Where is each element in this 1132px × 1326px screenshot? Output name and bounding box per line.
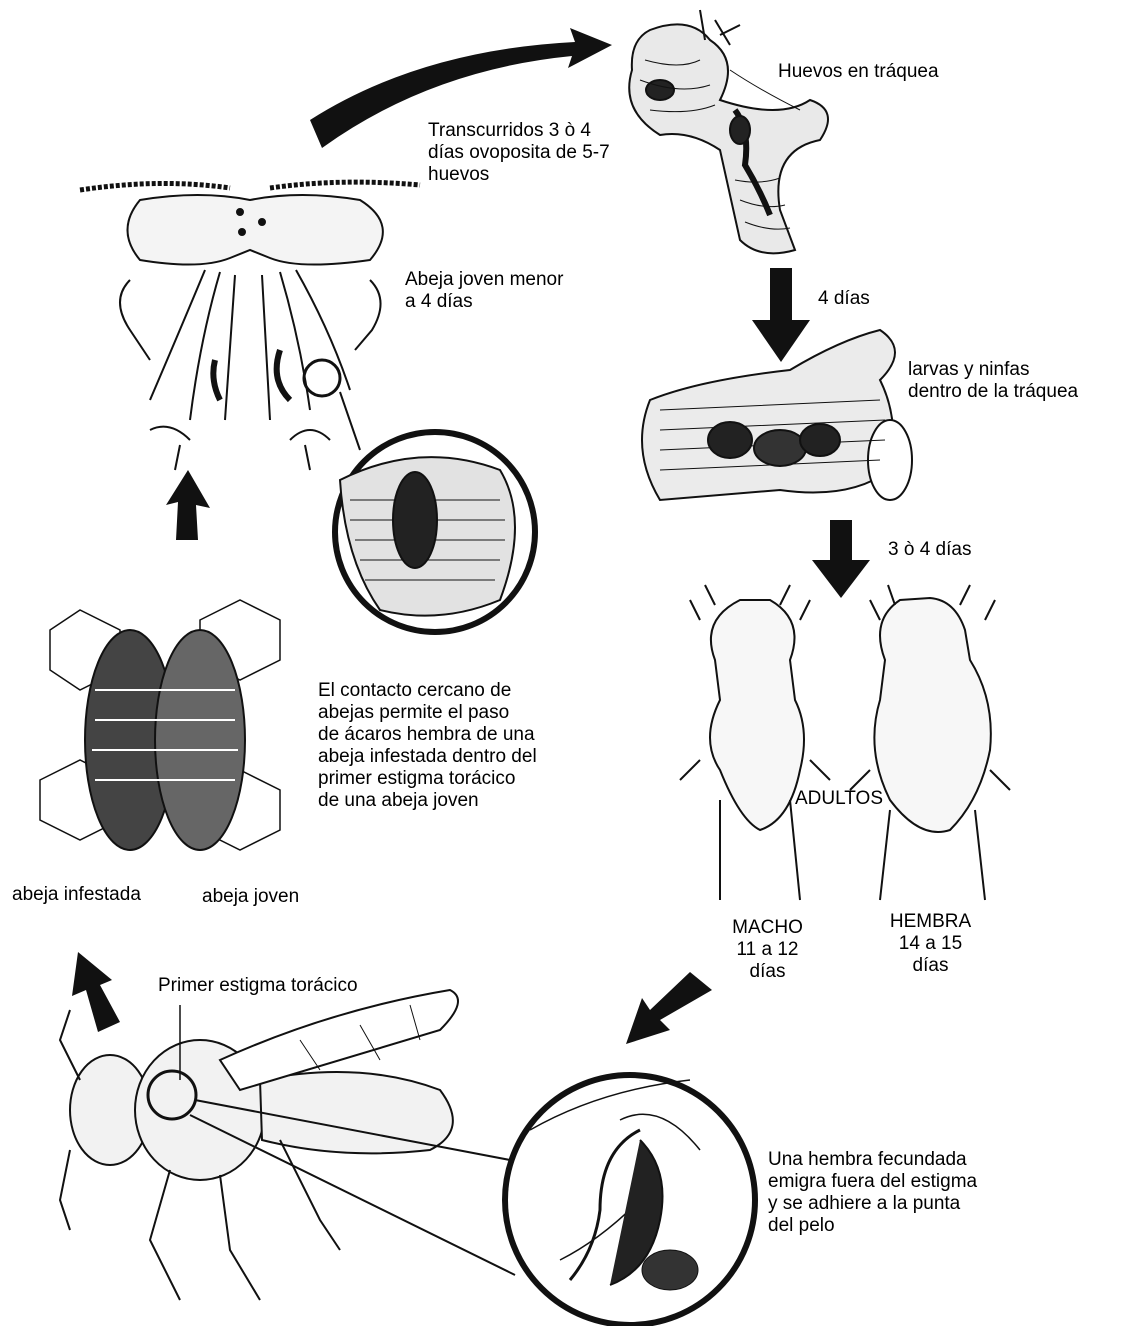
female-line-2: 14 a 15 (878, 933, 983, 955)
female-line-3: días (878, 955, 983, 977)
eggs-in-trachea-label: Huevos en tráquea (778, 61, 939, 83)
infested-bee-label: abeja infestada (12, 884, 141, 906)
fertilized-female-label: Una hembra fecundada emigra fuera del es… (768, 1149, 977, 1237)
close-contact-line-4: abeja infestada dentro del (318, 746, 537, 768)
young-bee-age-line-2: a 4 días (405, 291, 563, 313)
four-days-label: 4 días (818, 288, 870, 310)
close-contact-line-2: abejas permite el paso (318, 702, 537, 724)
arrow-down-2 (812, 520, 870, 598)
bees-on-comb-drawing (40, 600, 280, 850)
young-bee-head-drawing (80, 182, 420, 470)
close-contact-line-1: El contacto cercano de (318, 680, 537, 702)
oviposit-label: Transcurridos 3 ò 4 días ovoposita de 5-… (428, 120, 610, 186)
larvae-line-1: larvas y ninfas (908, 359, 1078, 381)
female-label: HEMBRA 14 a 15 días (878, 911, 983, 977)
close-contact-line-3: de ácaros hembra de una (318, 724, 537, 746)
arrow-down-1 (752, 268, 810, 362)
male-line-2: 11 a 12 (720, 939, 815, 961)
young-bee-label: abeja joven (202, 886, 299, 908)
fertilized-female-line-1: Una hembra fecundada (768, 1149, 977, 1171)
magnifier-mite-in-trachea (335, 432, 535, 632)
young-bee-age-label: Abeja joven menor a 4 días (405, 269, 563, 313)
larvae-label: larvas y ninfas dentro de la tráquea (908, 359, 1078, 403)
male-line-3: días (720, 961, 815, 983)
larvae-line-2: dentro de la tráquea (908, 381, 1078, 403)
magnifier-female-on-hair (505, 1075, 755, 1325)
close-contact-line-6: de una abeja joven (318, 790, 537, 812)
arrow-up-left (72, 952, 120, 1032)
first-stigma-label: Primer estigma torácico (158, 975, 358, 997)
close-contact-label: El contacto cercano de abejas permite el… (318, 680, 537, 812)
male-mite-drawing (680, 585, 830, 900)
fertilized-female-line-4: del pelo (768, 1215, 977, 1237)
oviposit-line-1: Transcurridos 3 ò 4 (428, 120, 610, 142)
oviposit-line-2: días ovoposita de 5-7 (428, 142, 610, 164)
fertilized-female-line-3: y se adhiere a la punta (768, 1193, 977, 1215)
whole-bee-drawing (60, 990, 515, 1300)
trachea-eggs-drawing (629, 10, 828, 253)
arrow-diag-down-left (626, 972, 712, 1044)
male-line-1: MACHO (720, 917, 815, 939)
close-contact-line-5: primer estigma torácico (318, 768, 537, 790)
female-line-1: HEMBRA (878, 911, 983, 933)
arrow-up (166, 470, 210, 540)
fertilized-female-line-2: emigra fuera del estigma (768, 1171, 977, 1193)
adults-label: ADULTOS (795, 788, 883, 810)
female-mite-drawing (850, 585, 1010, 900)
oviposit-line-3: huevos (428, 164, 610, 186)
young-bee-age-line-1: Abeja joven menor (405, 269, 563, 291)
three-four-days-label: 3 ò 4 días (888, 539, 971, 561)
male-label: MACHO 11 a 12 días (720, 917, 815, 983)
